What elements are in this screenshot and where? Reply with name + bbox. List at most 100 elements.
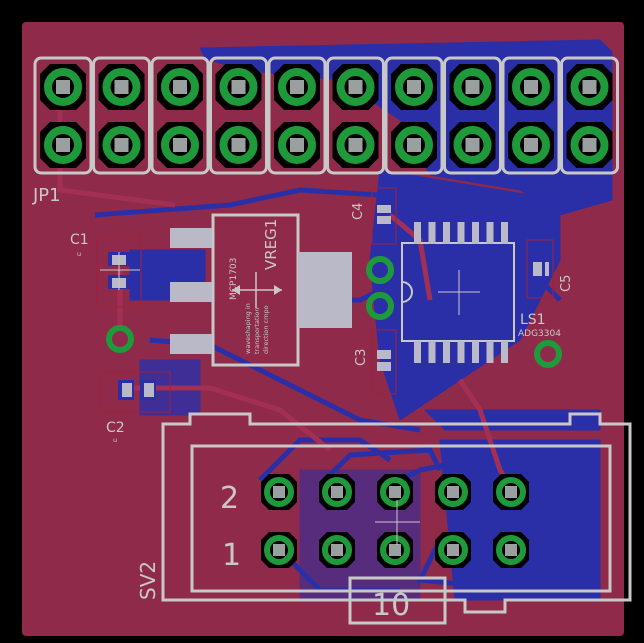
jp1-pin-hole bbox=[114, 138, 129, 152]
ls1-pin-bottom bbox=[443, 341, 450, 363]
sv2-pin bbox=[319, 532, 355, 568]
c4-pad-1 bbox=[377, 205, 391, 213]
c2-label: C2 bbox=[106, 420, 125, 436]
jp1-pin-hole bbox=[465, 138, 480, 152]
vreg1-pad-2 bbox=[170, 282, 212, 302]
c5-label: C5 bbox=[559, 275, 574, 292]
jp1-pin-hole bbox=[524, 80, 538, 94]
ls1-pin-top bbox=[414, 222, 421, 244]
jp1-pin-hole bbox=[231, 80, 246, 94]
jp1-pin-pair bbox=[384, 56, 444, 175]
sv2-pin bbox=[493, 532, 529, 568]
c1-unit: u bbox=[77, 250, 81, 258]
sv2-pin bbox=[377, 532, 413, 568]
ls1-pin-top bbox=[486, 222, 494, 244]
jp1-pin-pair bbox=[560, 56, 619, 175]
sv2-label: SV2 bbox=[136, 561, 160, 600]
jp1-pin-hole bbox=[290, 80, 304, 94]
ls1-pin-top bbox=[501, 222, 508, 244]
c2-pad-1 bbox=[122, 383, 132, 397]
c5-pad-1 bbox=[533, 262, 542, 276]
jp1-pin-hole bbox=[56, 80, 70, 94]
jp1-pin-pair bbox=[92, 56, 151, 175]
sv2-pin bbox=[261, 532, 297, 568]
via-1 bbox=[366, 256, 394, 284]
sv2-row-1-label: 1 bbox=[222, 538, 241, 573]
jp1-pin-hole bbox=[348, 138, 363, 152]
c3-capacitor bbox=[371, 329, 397, 395]
ls1-pin-bottom bbox=[428, 341, 436, 363]
c4-pad-2 bbox=[377, 216, 391, 224]
ls1-pin-top bbox=[457, 222, 465, 244]
c1-label: C1 bbox=[70, 232, 89, 248]
ls1-level-shifter bbox=[401, 222, 515, 363]
vreg1-regulator bbox=[170, 213, 352, 367]
vreg1-note-2: transportation bbox=[253, 308, 261, 354]
jp1-pin-hole bbox=[56, 138, 70, 152]
jp1-pin-pair bbox=[501, 56, 561, 175]
sv2-pin bbox=[261, 474, 297, 510]
ls1-pin-bottom bbox=[472, 341, 479, 363]
vreg1-pad-3 bbox=[170, 334, 212, 354]
ls1-pin-top bbox=[472, 222, 479, 244]
ls1-pin-top bbox=[428, 222, 436, 244]
jp1-pin-hole bbox=[114, 80, 129, 94]
sv2-pin bbox=[435, 474, 471, 510]
via-2 bbox=[366, 292, 394, 320]
jp1-pin-hole bbox=[231, 138, 246, 152]
jp1-pin-pair bbox=[150, 56, 210, 175]
sv2-box-header bbox=[161, 412, 632, 625]
jp1-pin-hole bbox=[465, 80, 480, 94]
sv2-pin bbox=[319, 474, 355, 510]
jp1-pin-hole bbox=[582, 80, 597, 94]
c5-capacitor bbox=[526, 239, 554, 299]
sv2-row-2-label: 2 bbox=[220, 481, 239, 516]
vreg1-note-1: waveshaping in bbox=[244, 303, 252, 354]
vreg1-note-3: direction cmpo bbox=[262, 305, 270, 354]
jp1-pin-pair bbox=[267, 56, 327, 175]
via-3 bbox=[534, 340, 562, 368]
jp1-pin-pair bbox=[326, 56, 385, 175]
jp1-pin-pair bbox=[209, 56, 268, 175]
jp1-pin-pair bbox=[33, 56, 93, 175]
c2-capacitor bbox=[99, 371, 171, 413]
jp1-pin-hole bbox=[407, 80, 421, 94]
sv2-pin-count: 10 bbox=[372, 588, 410, 623]
jp1-pin-hole bbox=[348, 80, 363, 94]
vreg1-tab-pad bbox=[298, 252, 352, 328]
jp1-pin-hole bbox=[407, 138, 421, 152]
c2-unit: u bbox=[113, 436, 117, 444]
via-c1 bbox=[106, 325, 134, 353]
vreg1-part: MCP1703 bbox=[229, 258, 239, 300]
ls1-pin-bottom bbox=[486, 341, 494, 363]
vreg1-pad-1 bbox=[170, 228, 212, 248]
sv2-pin bbox=[493, 474, 529, 510]
vreg1-ref: VREG1 bbox=[262, 219, 280, 270]
c1-capacitor bbox=[96, 234, 142, 308]
ls1-ref: LS1 bbox=[520, 312, 546, 328]
jp1-pin-pair bbox=[443, 56, 502, 175]
sv2-pin bbox=[435, 532, 471, 568]
ls1-pin-bottom bbox=[501, 341, 508, 363]
c3-pad-2 bbox=[377, 362, 391, 371]
jp1-pin-hole bbox=[290, 138, 304, 152]
ls1-part: ADG3304 bbox=[518, 329, 561, 339]
c3-label: C3 bbox=[354, 349, 369, 366]
jp1-pin-hole bbox=[173, 138, 187, 152]
jp1-header bbox=[33, 56, 619, 175]
c4-label: C4 bbox=[351, 203, 366, 220]
jp1-pin-hole bbox=[524, 138, 538, 152]
ls1-pin-bottom bbox=[414, 341, 421, 363]
ls1-pin-top bbox=[443, 222, 450, 244]
jp1-label: JP1 bbox=[32, 185, 61, 206]
c3-pad-1 bbox=[377, 350, 391, 359]
c2-pad-2 bbox=[144, 383, 154, 397]
jp1-pin-hole bbox=[173, 80, 187, 94]
c4-capacitor bbox=[371, 187, 397, 245]
c5-pad-2 bbox=[545, 262, 549, 276]
jp1-pin-hole bbox=[582, 138, 597, 152]
ls1-pin-bottom bbox=[457, 341, 465, 363]
sv2-pins bbox=[261, 474, 529, 568]
sv2-pin bbox=[377, 474, 413, 510]
